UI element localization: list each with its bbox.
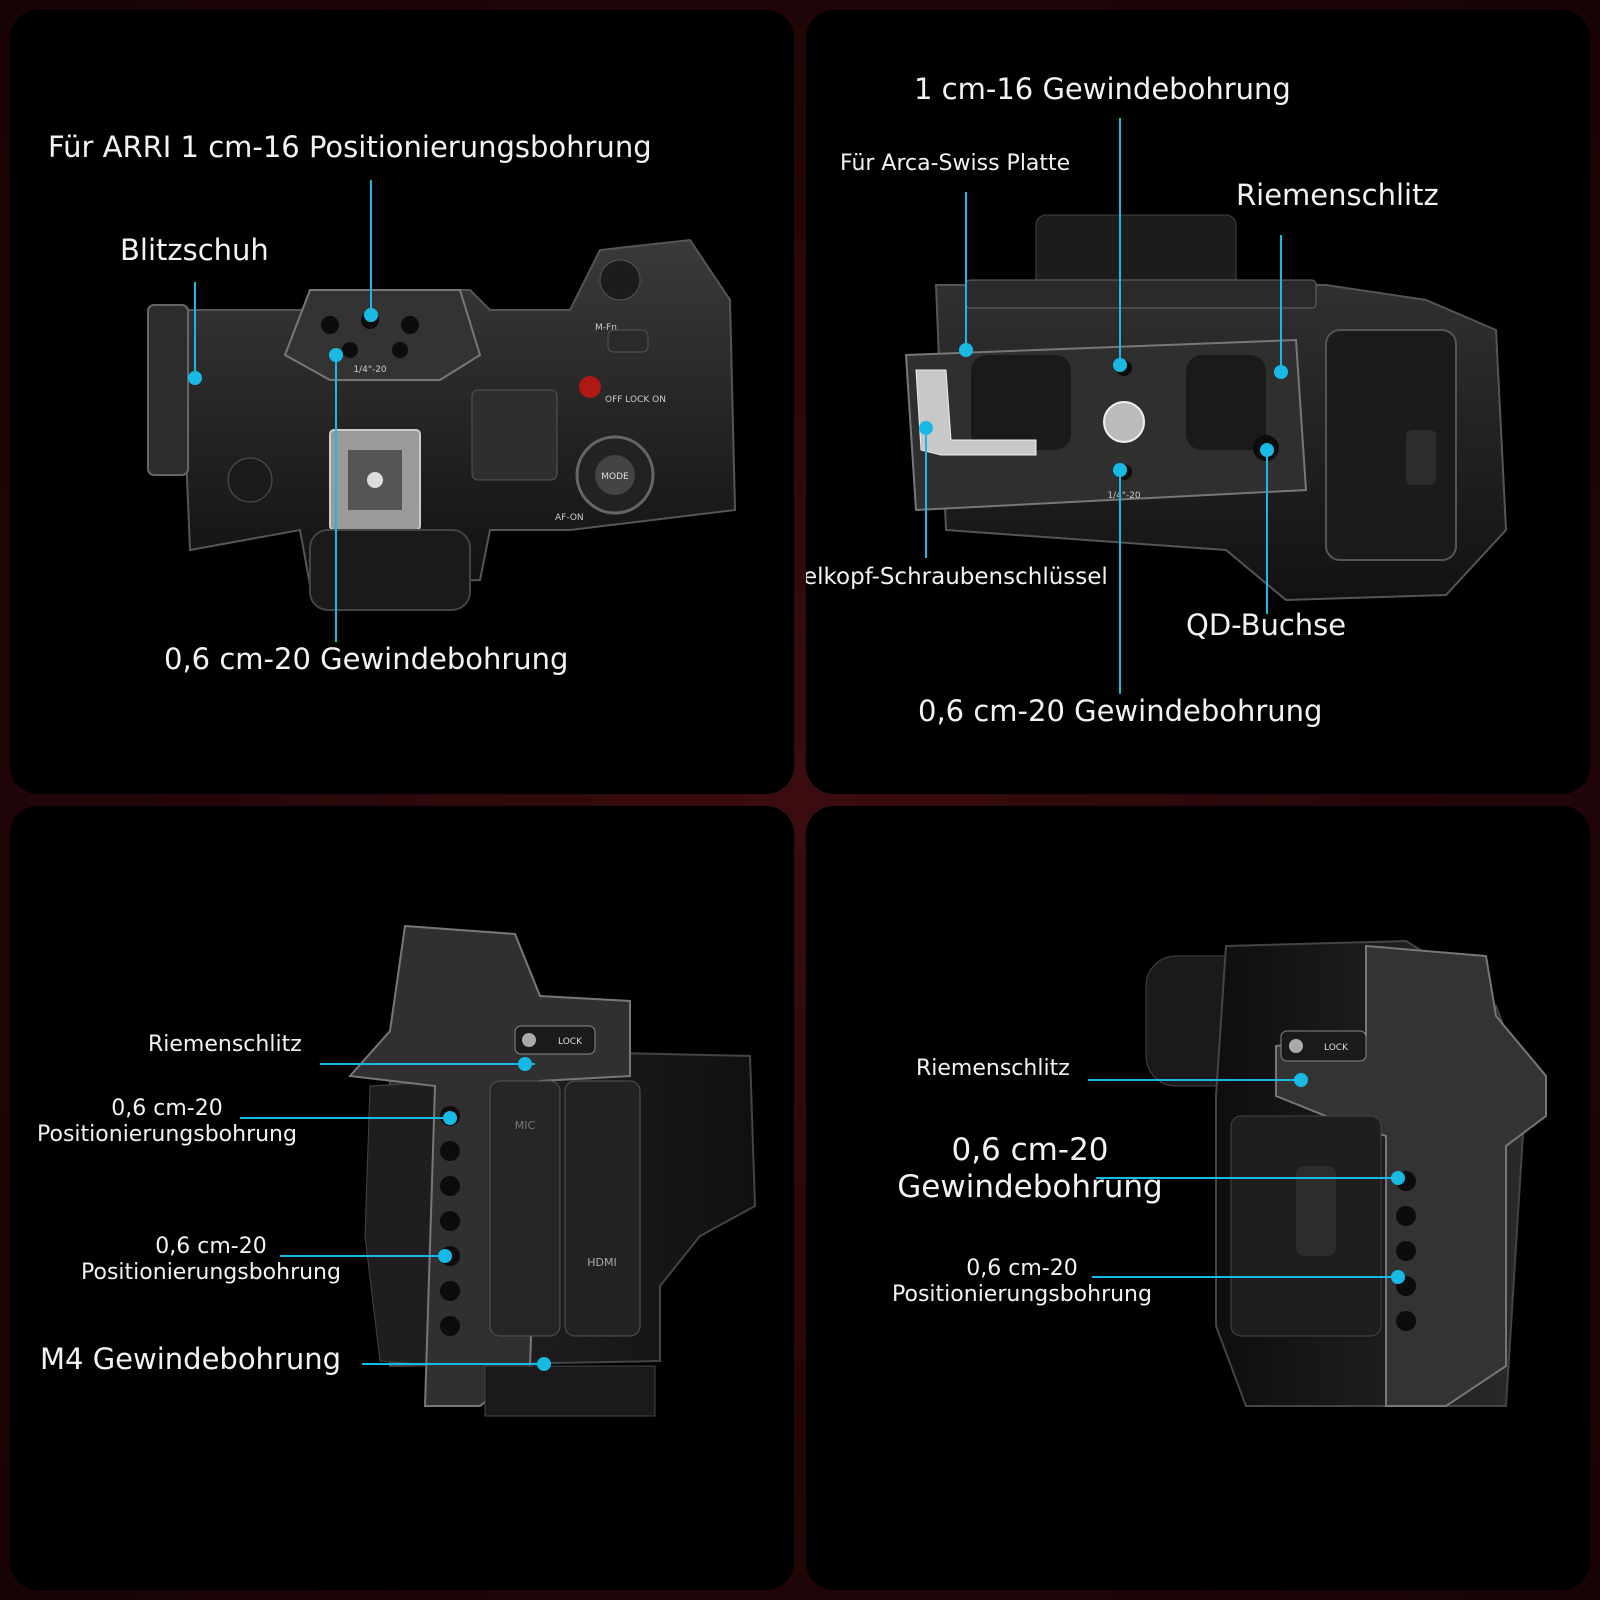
af-on-text: AF-ON xyxy=(555,513,584,523)
thread-hole-line-1: 0,6 cm-20 xyxy=(951,1132,1109,1168)
label-thread-hole-bottom: 0,6 cm-20 Gewindebohrung xyxy=(918,694,1323,728)
camera-bottom-view-illustration: 1/4"-20 xyxy=(904,118,1508,694)
label-pos-hole-1: 0,6 cm-20 Positionierungsbohrung xyxy=(32,1096,302,1148)
mfn-text: M-Fn xyxy=(595,323,617,333)
label-strap-slot: Riemenschlitz xyxy=(916,1056,1070,1081)
label-arri-hole: Für ARRI 1 cm-16 Positionierungsbohrung xyxy=(48,130,652,164)
label-thread-hole: 0,6 cm-20 Gewindebohrung xyxy=(890,1132,1170,1205)
label-thread-hole-top: 1 cm-16 Gewindebohrung xyxy=(914,72,1291,106)
camera-right-side-illustration: LOCK xyxy=(1088,939,1547,1407)
hdmi-text: HDMI xyxy=(587,1256,616,1269)
pos-hole-line-1: 0,6 cm-20 xyxy=(966,1256,1078,1281)
label-wrench: Doppelkopf-Schraubenschlüssel xyxy=(806,564,1108,590)
label-m4-hole: M4 Gewindebohrung xyxy=(40,1342,342,1376)
cage-engraving: 1/4"-20 xyxy=(1107,491,1141,501)
panel-top-view: 1/4"-20 MODE M-Fn OFF LOCK ON AF-ON Für … xyxy=(10,10,794,794)
label-strap-slot: Riemenschlitz xyxy=(1236,178,1439,212)
pos-hole-1-line-1: 0,6 cm-20 xyxy=(111,1096,223,1121)
off-lock-on-text: OFF LOCK ON xyxy=(605,395,666,405)
lock-text: LOCK xyxy=(558,1037,583,1047)
lock-text: LOCK xyxy=(1324,1043,1349,1053)
label-qd-socket: QD-Buchse xyxy=(1186,608,1347,642)
mic-text: MIC xyxy=(515,1119,536,1132)
label-pos-hole-2: 0,6 cm-20 Positionierungsbohrung xyxy=(64,1234,358,1286)
label-arca-plate: Für Arca-Swiss Platte xyxy=(840,151,1071,176)
pos-hole-line-2: Positionierungsbohrung xyxy=(892,1281,1152,1307)
pos-hole-2-line-2: Positionierungsbohrung xyxy=(81,1259,341,1285)
label-thread-hole: 0,6 cm-20 Gewindebohrung xyxy=(164,642,569,676)
mode-dial-text: MODE xyxy=(601,472,629,482)
label-strap-slot: Riemenschlitz xyxy=(148,1032,302,1057)
cage-engraving: 1/4"-20 xyxy=(353,365,387,375)
label-hot-shoe: Blitzschuh xyxy=(120,233,269,267)
panel-right-side-view: LOCK Riemenschlitz 0,6 cm-20 Gewindebohr… xyxy=(806,806,1590,1590)
camera-left-side-illustration: LOCK MIC HDMI xyxy=(240,924,757,1417)
panel-left-side-view: LOCK MIC HDMI Riemenschlitz 0,6 cm-20 Po… xyxy=(10,806,794,1590)
label-pos-hole: 0,6 cm-20 Positionierungsbohrung xyxy=(874,1256,1170,1308)
pos-hole-2-line-1: 0,6 cm-20 xyxy=(155,1234,267,1259)
camera-top-view-illustration: 1/4"-20 MODE M-Fn OFF LOCK ON AF-ON xyxy=(147,180,737,642)
thread-hole-line-2: Gewindebohrung xyxy=(897,1168,1163,1205)
panel-bottom-view: 1/4"-20 1 cm-16 Gewindebohrung Für Arca-… xyxy=(806,10,1590,794)
pos-hole-1-line-2: Positionierungsbohrung xyxy=(37,1121,297,1147)
